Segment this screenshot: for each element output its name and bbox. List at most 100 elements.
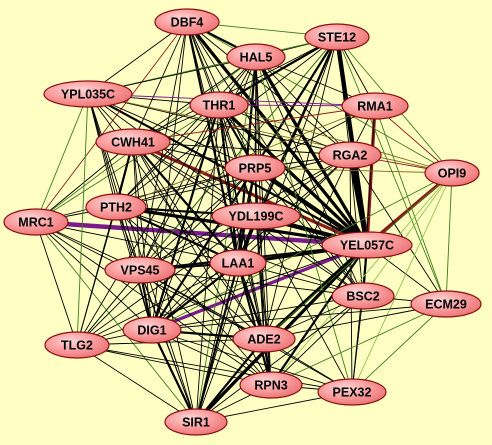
- node-vps45[interactable]: VPS45: [104, 256, 176, 284]
- edge-thr1-dig1: [150, 104, 221, 331]
- node-shape: [318, 141, 382, 169]
- edge-yel057c-thr1: [217, 103, 369, 247]
- edge-pth2-tlg2: [76, 206, 117, 346]
- node-shape: [164, 408, 228, 436]
- node-label: RMA1: [357, 100, 392, 114]
- edge-vps45-sir1: [139, 269, 197, 423]
- node-hal5[interactable]: HAL5: [226, 43, 286, 71]
- node-label: DIG1: [137, 324, 166, 338]
- edge-prp5-opi9: [254, 167, 453, 174]
- node-label: MRC1: [18, 216, 53, 230]
- edge-ecm29-pex32: [351, 303, 447, 393]
- node-label: HAL5: [240, 51, 273, 65]
- node-shape: [43, 80, 133, 108]
- edge-ydl199c-ade2: [255, 215, 265, 340]
- edge-ydl199c-rpn3: [255, 215, 272, 386]
- edge-laa1-cwh41: [132, 141, 239, 264]
- edge-thr1-opi9: [218, 104, 453, 174]
- edge-vps45-rpn3: [139, 269, 272, 386]
- node-label: TLG2: [61, 339, 93, 353]
- edge-bsc2-sir1: [195, 295, 364, 423]
- node-cwh41[interactable]: CWH41: [95, 128, 171, 156]
- edge-ecm29-dig1: [151, 303, 447, 331]
- node-label: ADE2: [247, 333, 280, 347]
- node-rma1[interactable]: RMA1: [341, 92, 409, 120]
- edge-ypl035c-tlg2: [76, 93, 89, 346]
- node-label: RGA2: [333, 149, 368, 163]
- edge-opi9-dig1: [151, 172, 453, 331]
- edge-ste12-ade2: [263, 36, 338, 340]
- node-shape: [154, 8, 220, 36]
- edge-yel057c-hal5: [254, 56, 369, 246]
- edge-dbf4-opi9: [186, 21, 453, 174]
- edge-ydl199c-pex32: [255, 215, 353, 393]
- edge-yel057c-rga2: [347, 154, 370, 246]
- node-label: YEL057C: [340, 239, 394, 253]
- node-shape: [239, 371, 303, 399]
- node-ade2[interactable]: ADE2: [232, 325, 296, 353]
- node-label: VPS45: [121, 264, 160, 278]
- edge-ste12-pth2: [115, 36, 338, 208]
- edge-opi9-ecm29: [445, 172, 453, 305]
- edge-cwh41-ydl199c: [132, 141, 257, 217]
- edge-ydl199c-bsc2: [255, 215, 364, 297]
- edge-bsc2-rpn3: [270, 295, 364, 386]
- node-label: LAA1: [222, 257, 255, 271]
- edge-mrc1-sir1: [35, 221, 197, 423]
- node-shape: [226, 43, 286, 71]
- node-shape: [410, 290, 482, 318]
- edge-prp5-bsc2: [254, 167, 364, 297]
- edge-bsc2-pex32: [351, 295, 364, 393]
- node-dbf4[interactable]: DBF4: [154, 8, 220, 36]
- node-label: DBF4: [171, 16, 204, 30]
- edge-hal5-vps45: [139, 56, 257, 271]
- node-ydl199c[interactable]: YDL199C: [211, 202, 301, 230]
- node-ypl035c[interactable]: YPL035C: [43, 80, 133, 108]
- node-label: CWH41: [111, 136, 155, 150]
- node-prp5[interactable]: PRP5: [224, 154, 286, 182]
- edge-thr1-tlg2: [76, 104, 220, 346]
- node-label: OPI9: [438, 167, 467, 181]
- node-label: PRP5: [239, 162, 272, 176]
- edge-prp5-tlg2: [76, 167, 256, 346]
- node-label: SIR1: [182, 416, 210, 430]
- node-pex32[interactable]: PEX32: [317, 378, 387, 406]
- node-dig1[interactable]: DIG1: [122, 316, 182, 344]
- node-shape: [331, 282, 395, 310]
- edge-prp5-vps45: [139, 167, 256, 271]
- node-sir1[interactable]: SIR1: [164, 408, 228, 436]
- node-ecm29[interactable]: ECM29: [410, 290, 482, 318]
- node-rga2[interactable]: RGA2: [318, 141, 382, 169]
- node-label: STE12: [318, 31, 356, 45]
- node-rpn3[interactable]: RPN3: [239, 371, 303, 399]
- edge-rga2-pth2: [115, 154, 351, 208]
- edge-mrc1-dbf4: [35, 21, 188, 223]
- node-opi9[interactable]: OPI9: [424, 159, 480, 187]
- node-label: PTH2: [100, 201, 132, 215]
- node-pth2[interactable]: PTH2: [85, 193, 147, 221]
- node-shape: [85, 193, 147, 221]
- node-label: RPN3: [254, 379, 287, 393]
- edge-pth2-rpn3: [115, 206, 272, 386]
- edge-dbf4-cwh41: [132, 21, 188, 143]
- node-thr1[interactable]: THR1: [189, 91, 249, 119]
- edge-ste12-cwh41: [132, 36, 338, 143]
- node-shape: [232, 325, 296, 353]
- edge-rga2-ade2: [263, 154, 351, 340]
- edge-ste12-ydl199c: [255, 36, 338, 217]
- node-shape: [189, 91, 249, 119]
- edge-ydl199c-tlg2: [76, 215, 257, 346]
- node-tlg2[interactable]: TLG2: [44, 331, 110, 359]
- edge-hal5-pth2: [115, 56, 257, 208]
- edge-ade2-sir1: [195, 338, 265, 423]
- edge-layer: [35, 20, 454, 424]
- node-laa1[interactable]: LAA1: [209, 249, 267, 277]
- node-bsc2[interactable]: BSC2: [331, 282, 395, 310]
- node-ste12[interactable]: STE12: [304, 23, 370, 51]
- node-label: ECM29: [425, 298, 467, 312]
- node-yel057c[interactable]: YEL057C: [321, 231, 413, 259]
- edge-thr1-vps45: [139, 104, 220, 271]
- node-mrc1[interactable]: MRC1: [3, 208, 69, 236]
